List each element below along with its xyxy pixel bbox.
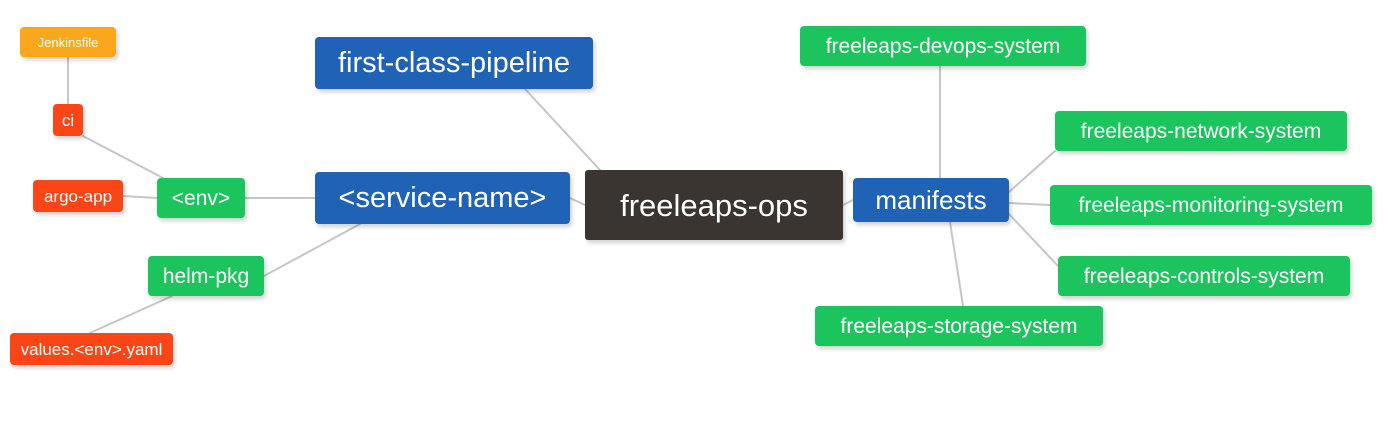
mindmap-edge xyxy=(263,223,361,277)
mindmap-node-values-env-yaml[interactable]: values.<env>.yaml xyxy=(10,333,173,365)
mindmap-edge xyxy=(122,195,158,199)
mindmap-edge xyxy=(524,88,601,171)
mindmap-node-helm-pkg[interactable]: helm-pkg xyxy=(148,256,264,296)
mindmap-node-service-name[interactable]: <service-name> xyxy=(315,172,570,224)
mindmap-node-freeleaps-devops-system[interactable]: freeleaps-devops-system xyxy=(800,26,1086,66)
mindmap-node-first-class-pipeline[interactable]: first-class-pipeline xyxy=(315,37,593,89)
mindmap-node-ci[interactable]: ci xyxy=(53,104,83,136)
mindmap-node-argo-app[interactable]: argo-app xyxy=(33,180,123,212)
mindmap-edge xyxy=(842,199,854,206)
mindmap-edge xyxy=(89,295,173,334)
mindmap-node-freeleaps-monitoring-system[interactable]: freeleaps-monitoring-system xyxy=(1050,185,1372,225)
mindmap-node-jenkinsfile[interactable]: Jenkinsfile xyxy=(20,27,116,57)
mindmap-node-freeleaps-storage-system[interactable]: freeleaps-storage-system xyxy=(815,306,1103,346)
mindmap-edge xyxy=(1008,202,1051,206)
mindmap-edge xyxy=(569,197,586,206)
mindmap-node-freeleaps-controls-system[interactable]: freeleaps-controls-system xyxy=(1058,256,1350,296)
mindmap-node-freeleaps-ops[interactable]: freeleaps-ops xyxy=(585,170,843,240)
mindmap-edge xyxy=(82,135,164,179)
mindmap-node-manifests[interactable]: manifests xyxy=(853,178,1009,222)
mindmap-edge xyxy=(1008,150,1056,193)
mindmap-node-freeleaps-network-system[interactable]: freeleaps-network-system xyxy=(1055,111,1347,151)
mindmap-node-env[interactable]: <env> xyxy=(157,178,245,218)
mindmap-edge xyxy=(949,221,964,307)
